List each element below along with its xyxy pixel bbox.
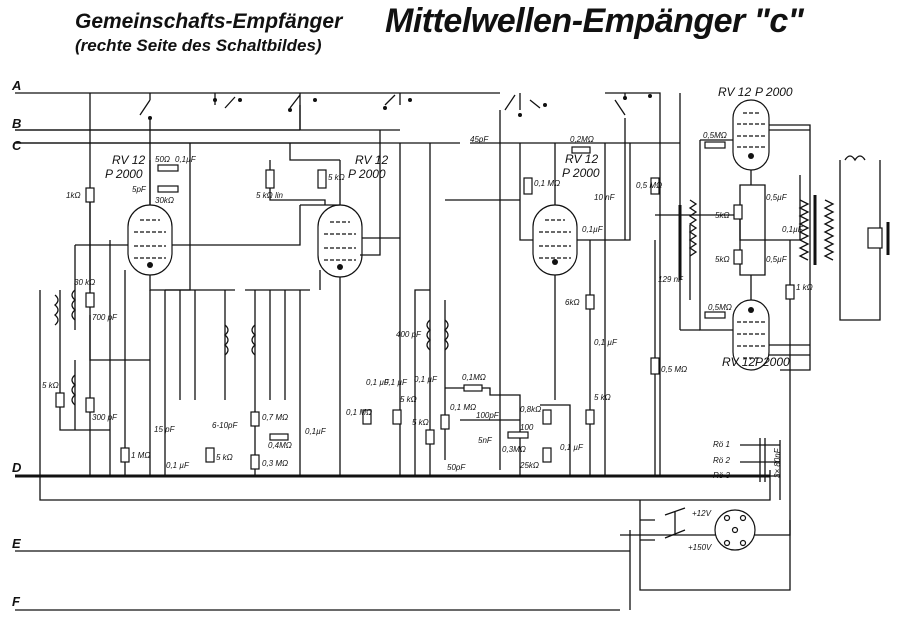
component-label: 0,5 MΩ [636, 181, 662, 190]
component-label: 300 pF [92, 413, 118, 422]
component-label: 5kΩ [715, 211, 730, 220]
power-socket [664, 507, 756, 551]
speaker-icon [867, 222, 890, 255]
component-label: 0,1MΩ [462, 373, 486, 382]
component-label: 100pF [476, 411, 500, 420]
component-label: 0,8kΩ [520, 405, 541, 414]
component-label: Rö 3 [713, 471, 730, 480]
component-label: Rö 2 [713, 456, 730, 465]
component-label: 0,1µF [305, 427, 327, 436]
coils [53, 155, 866, 406]
title-left: Gemeinschafts-Empfänger [75, 10, 343, 33]
bus-c: C [12, 138, 22, 153]
bus-a: A [11, 78, 21, 93]
component-label: +12V [692, 509, 712, 518]
component-label: 5nF [478, 436, 493, 445]
resistors [55, 141, 795, 470]
component-label: 0,5 MΩ [661, 365, 687, 374]
component-label: 0,7 MΩ [262, 413, 288, 422]
component-label: 45pF [470, 135, 489, 144]
tube-2-type: RV 12 [355, 153, 388, 167]
component-label: 5pF [132, 185, 147, 194]
component-label: 0,1µF [582, 225, 604, 234]
tube-5-code: P2000 [755, 355, 790, 369]
tube-2-code: P 2000 [348, 167, 386, 181]
component-label: 5kΩ [715, 255, 730, 264]
component-label: 0,2MΩ [570, 135, 594, 144]
tube-labels: RV 12 P 2000 RV 12 P 2000 RV 12 P 2000 R… [105, 85, 793, 369]
component-label: 0,1 MΩ [534, 179, 560, 188]
component-label: 5 kΩ lin [256, 191, 284, 200]
tube-1-type: RV 12 [112, 153, 145, 167]
component-label: 25kΩ [519, 461, 539, 470]
component-label: 0,5µF [766, 193, 788, 202]
component-label: 0,1 µF [414, 375, 438, 384]
bus-e: E [12, 536, 21, 551]
component-label: 5 kΩ [216, 453, 233, 462]
component-label: 0,1µF [175, 155, 197, 164]
component-label: 0,3 MΩ [262, 459, 288, 468]
bus-b: B [12, 116, 21, 131]
component-label: +150V [688, 543, 712, 552]
component-label: Rö 1 [713, 440, 730, 449]
component-label: 50Ω [155, 155, 170, 164]
tube-4-code: P 2000 [755, 85, 793, 99]
component-label: 0,1 µF [594, 338, 618, 347]
component-label: 0,1 µF [560, 443, 584, 452]
component-label: 129 nF [658, 275, 684, 284]
component-label: 1kΩ [66, 191, 81, 200]
component-label: 0,5MΩ [703, 131, 727, 140]
component-label: 0,3MΩ [502, 445, 526, 454]
filter-caps [740, 438, 781, 500]
component-label: 30kΩ [155, 196, 174, 205]
bus-d: D [12, 460, 22, 475]
component-label: 1 MΩ [131, 451, 150, 460]
component-label: 0,1 µF [384, 378, 408, 387]
component-label: 0,1 MΩ [346, 408, 372, 417]
bus-labels: A B C D E F [11, 78, 22, 609]
tube-5-type: RV 12 [722, 355, 755, 369]
component-label: 0,5MΩ [708, 303, 732, 312]
component-label: 5 kΩ [412, 418, 429, 427]
title-right: Mittelwellen-Empänger "c" [385, 2, 804, 40]
tube-1-code: P 2000 [105, 167, 143, 181]
component-label: 100 [520, 423, 534, 432]
component-label: 0,1 µF [366, 378, 390, 387]
component-label: 3× 80nF [773, 447, 782, 478]
bus-f: F [12, 594, 21, 609]
subtitle: (rechte Seite des Schaltbildes) [75, 36, 322, 55]
tube-1 [127, 204, 173, 276]
wiring [59, 124, 881, 610]
component-label: 1 kΩ [796, 283, 813, 292]
tube-4 [732, 99, 770, 171]
component-label: 400 pF [396, 330, 422, 339]
component-label: 5 kΩ [42, 381, 59, 390]
tube-3 [532, 204, 578, 276]
component-label: 700 pF [92, 313, 118, 322]
component-label: 0,1 µF [166, 461, 190, 470]
component-label: 0,4MΩ [268, 441, 292, 450]
component-label: 0,5µF [766, 255, 788, 264]
component-label: 0,1µF [782, 225, 804, 234]
component-label: 50pF [447, 463, 466, 472]
tube-3-type: RV 12 [565, 152, 598, 166]
component-labels-right: 0,5MΩ 5kΩ 0,5µF 5kΩ 0,5µF 0,1µF 129 nF 1… [658, 131, 813, 552]
component-label: 5 kΩ [328, 173, 345, 182]
component-label: 30 kΩ [74, 278, 95, 287]
component-label: 6-10pF [212, 421, 238, 430]
bus-lines [15, 92, 771, 611]
component-labels-middle: 45pF 400 pF 0,1 µF 0,1 µF 0,1 MΩ 5 kΩ 0,… [346, 135, 662, 472]
component-label: 15 pF [154, 425, 176, 434]
component-label: 0,1 MΩ [450, 403, 476, 412]
component-label: 10 nF [594, 193, 616, 202]
component-label: 6kΩ [565, 298, 580, 307]
tube-2 [317, 204, 363, 278]
component-label: 5 kΩ [594, 393, 611, 402]
component-labels-left: 1kΩ 50Ω 0,1µF 5pF 30kΩ 30 kΩ 700 pF 5 kΩ… [42, 155, 345, 470]
tube-3-code: P 2000 [562, 166, 600, 180]
component-label: 5 kΩ [400, 395, 417, 404]
tube-4-type: RV 12 [718, 85, 751, 99]
